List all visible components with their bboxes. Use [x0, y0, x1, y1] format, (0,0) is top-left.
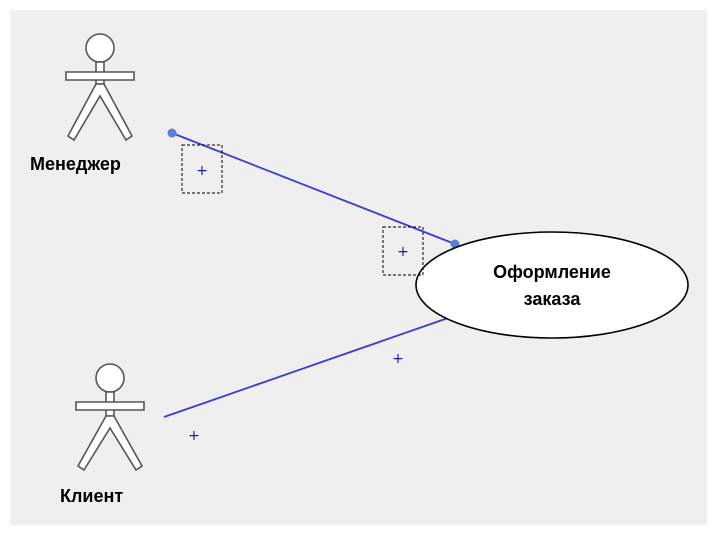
association-client-usecase[interactable] [163, 317, 449, 418]
role-marker-box-manager[interactable] [181, 144, 223, 194]
plus-icon: + [196, 163, 208, 179]
use-case-label-line1: Оформление [493, 262, 611, 282]
plus-icon: + [397, 244, 409, 260]
actor-manager[interactable]: Менеджер [30, 33, 135, 174]
actor-manager-label: Менеджер [30, 154, 121, 174]
use-case-order-processing[interactable]: Оформление заказа [415, 231, 689, 339]
stick-figure-icon [75, 363, 145, 472]
stick-figure-icon [65, 33, 135, 142]
plus-icon[interactable]: + [392, 351, 404, 367]
selection-handle-start[interactable] [167, 128, 177, 138]
plus-icon[interactable]: + [188, 428, 200, 444]
use-case-ellipse [415, 231, 689, 339]
role-marker-box-usecase[interactable] [382, 226, 424, 276]
use-case-label-line2: заказа [524, 289, 582, 309]
actor-client[interactable]: Клиент [60, 363, 145, 506]
association-manager-usecase[interactable] [171, 132, 456, 245]
actor-client-label: Клиент [60, 486, 123, 506]
